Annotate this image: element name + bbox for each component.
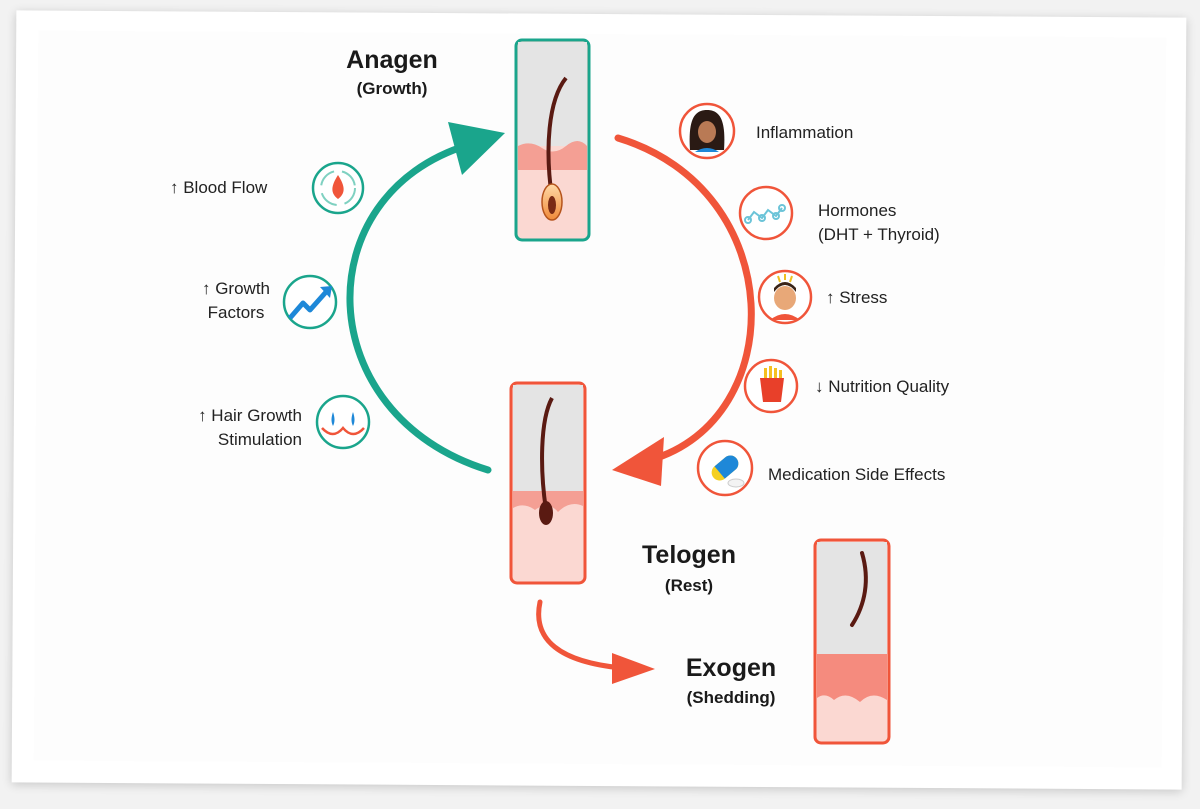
factor-hair-growth-stimulation: ↑ Hair Growth Stimulation bbox=[170, 404, 302, 452]
factor-stress: ↑ Stress bbox=[826, 286, 887, 310]
anagen-subtitle: (Growth) bbox=[356, 79, 428, 98]
growth-arrow-icon bbox=[282, 274, 338, 330]
factor-inflammation: Inflammation bbox=[756, 121, 853, 145]
anagen-follicle bbox=[514, 38, 591, 242]
factor-label-line2: Factors bbox=[207, 303, 265, 322]
factor-label: Inflammation bbox=[756, 123, 854, 142]
telogen-title: Telogen bbox=[642, 541, 736, 569]
orange-cycle-arrow bbox=[614, 134, 755, 464]
telogen-subtitle: (Rest) bbox=[664, 576, 714, 595]
blood-drop-icon bbox=[311, 161, 365, 215]
factor-label-line1: Hormones bbox=[818, 201, 897, 220]
factor-label: ↑ Stress bbox=[826, 288, 888, 307]
molecule-icon bbox=[738, 185, 794, 241]
telogen-follicle bbox=[509, 381, 587, 585]
orange-arrowhead bbox=[612, 437, 664, 486]
factor-label: Medication Side Effects bbox=[768, 465, 946, 484]
anagen-title: Anagen bbox=[346, 46, 438, 74]
factor-label-line1: ↑ Growth bbox=[201, 279, 271, 298]
factor-medication-side-effects: Medication Side Effects bbox=[768, 463, 945, 487]
factor-hormones: Hormones (DHT + Thyroid) bbox=[818, 199, 940, 247]
teal-cycle-arrow bbox=[346, 141, 492, 474]
exogen-title: Exogen bbox=[685, 654, 777, 682]
factor-label: ↓ Nutrition Quality bbox=[815, 377, 950, 396]
factor-growth-factors: ↑ Growth Factors bbox=[176, 277, 296, 325]
fries-icon bbox=[743, 358, 799, 414]
factor-blood-flow: ↑ Blood Flow bbox=[170, 176, 267, 200]
factor-label: ↑ Blood Flow bbox=[170, 178, 268, 197]
teal-arrowhead bbox=[448, 122, 505, 175]
factor-label-line2: (DHT + Thyroid) bbox=[818, 225, 940, 244]
exogen-follicle bbox=[813, 538, 891, 745]
exogen-subtitle: (Shedding) bbox=[686, 688, 776, 707]
woman-face-icon bbox=[678, 102, 736, 160]
pill-capsule-icon bbox=[696, 439, 754, 497]
factor-nutrition-quality: ↓ Nutrition Quality bbox=[815, 375, 949, 399]
stressed-man-icon bbox=[757, 269, 813, 325]
factor-label-line2: Stimulation bbox=[217, 430, 302, 449]
shedding-arrowhead bbox=[612, 653, 655, 684]
shedding-arrow bbox=[536, 599, 625, 671]
follicle-stimulation-icon bbox=[315, 394, 371, 450]
factor-label-line1: ↑ Hair Growth bbox=[198, 406, 302, 425]
